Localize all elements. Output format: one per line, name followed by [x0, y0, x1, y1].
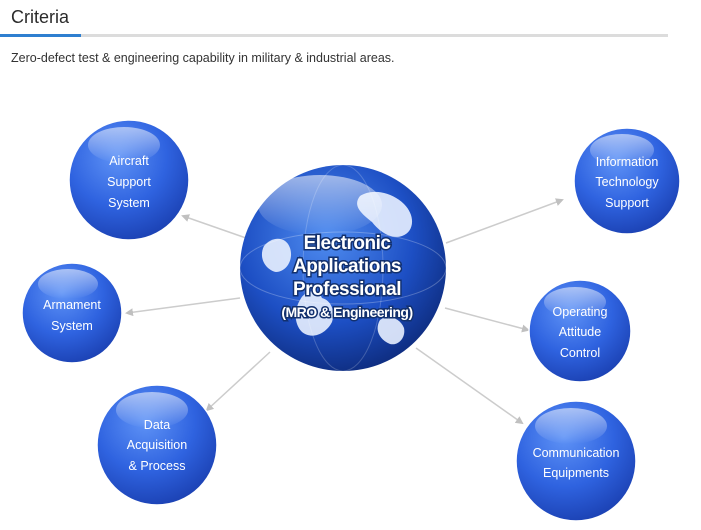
page-subtitle: Zero-defect test & engineering capabilit…	[11, 51, 395, 65]
connector-armament-system	[125, 297, 241, 317]
node-label: Technology	[595, 175, 659, 189]
node-label: System	[51, 319, 93, 333]
page-title: Criteria	[11, 7, 70, 27]
node-label: Support	[107, 175, 151, 189]
node-label: System	[108, 196, 150, 210]
header-divider	[0, 34, 668, 37]
node-label: Attitude	[559, 325, 601, 339]
node-operating-attitude-control: Operating Attitude Control	[528, 279, 632, 383]
connector-communication-equipments	[415, 347, 524, 425]
connectors	[125, 198, 564, 425]
node-label: Control	[560, 346, 600, 360]
center-label-line-1: Electronic	[304, 233, 392, 254]
node-label: & Process	[129, 459, 186, 473]
node-aircraft-support-system: Aircraft Support System	[68, 119, 190, 241]
connector-aircraft-support-system	[181, 214, 247, 239]
node-label: Aircraft	[109, 154, 149, 168]
node-label: Acquisition	[127, 438, 187, 452]
node-label: Data	[144, 418, 170, 432]
center-label-sub: (MRO & Engineering)	[281, 304, 412, 320]
node-armament-system: Armament System	[21, 262, 123, 364]
connector-operating-attitude-control	[444, 307, 530, 333]
connector-data-acquisition-process	[205, 351, 271, 412]
center-label-line-2: Applications	[293, 256, 401, 277]
center-globe: Electronic Applications Professional (MR…	[239, 164, 447, 372]
node-label: Equipments	[543, 466, 609, 480]
node-label: Support	[605, 196, 649, 210]
node-information-technology-support: Information Technology Support	[573, 127, 681, 235]
node-communication-equipments: Communication Equipments	[515, 400, 637, 522]
page-header: Criteria	[0, 0, 668, 40]
node-data-acquisition-process: Data Acquisition & Process	[96, 384, 218, 506]
center-label-line-3: Professional	[293, 279, 401, 300]
node-label: Armament	[43, 298, 101, 312]
node-label: Information	[596, 155, 659, 169]
header-divider-accent	[0, 34, 81, 37]
connector-information-technology-support	[445, 198, 564, 244]
node-label: Communication	[533, 446, 620, 460]
node-label: Operating	[553, 305, 608, 319]
